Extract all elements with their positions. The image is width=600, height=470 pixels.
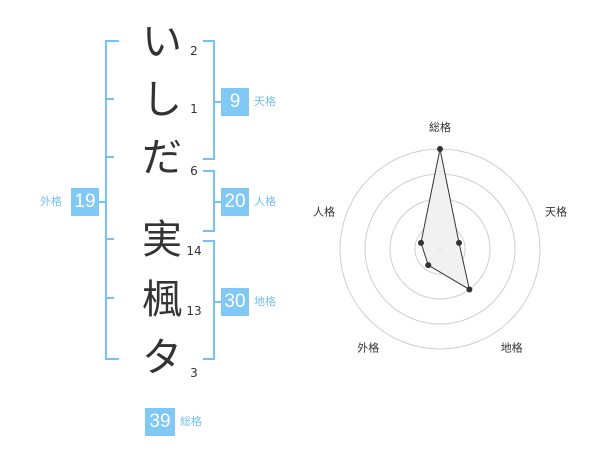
- gaikaku-bracket-tick-4: [105, 297, 114, 299]
- tenkaku-bracket-vertical: [213, 40, 215, 160]
- radar-point-5: [417, 239, 424, 246]
- gaikaku-badge: 19: [71, 188, 99, 216]
- radar-axis-label-2: 天格: [545, 204, 567, 218]
- stroke-count-2: 1: [190, 102, 198, 116]
- gaikaku-bracket-tick-2: [105, 156, 114, 158]
- gaikaku-bracket-tick-3: [105, 238, 114, 240]
- gaikaku-bracket-top: [105, 40, 119, 42]
- radar-axis-label-1: 総格: [429, 120, 451, 134]
- soukaku-badge: 39: [145, 408, 175, 436]
- jinkaku-bracket-bottom: [203, 230, 215, 232]
- name-char-2: し: [142, 77, 182, 123]
- tenkaku-bracket-bottom: [203, 158, 215, 160]
- chikaku-badge: 30: [221, 288, 249, 316]
- radar-axis-label-5: 人格: [313, 204, 335, 218]
- chikaku-label: 地格: [254, 295, 276, 308]
- name-char-6: タ: [142, 335, 182, 381]
- radar-point-1: [437, 146, 443, 152]
- chikaku-bracket-vertical: [213, 240, 215, 360]
- gaikaku-bracket-stem: [98, 201, 106, 203]
- tenkaku-bracket-top: [203, 40, 215, 42]
- stroke-count-1: 2: [190, 44, 198, 58]
- tenkaku-badge: 9: [221, 88, 249, 116]
- jinkaku-bracket-stem: [214, 201, 222, 203]
- gaikaku-bracket-bottom: [105, 358, 119, 360]
- soukaku-label: 総格: [180, 415, 202, 428]
- chikaku-bracket-top: [203, 240, 215, 242]
- radar-point-2: [456, 239, 463, 246]
- tenkaku-label: 天格: [254, 95, 276, 108]
- name-char-5: 楓: [142, 277, 182, 323]
- chikaku-bracket-bottom: [203, 358, 215, 360]
- name-char-1: い: [142, 19, 182, 65]
- chikaku-bracket-stem: [214, 301, 222, 303]
- jinkaku-bracket-top: [203, 170, 215, 172]
- gaikaku-label: 外格: [40, 195, 62, 208]
- radar-axis-label-4: 外格: [357, 341, 379, 355]
- radar-point-3: [466, 286, 473, 293]
- radar-polygon: [420, 148, 471, 291]
- gaikaku-bracket-vertical: [105, 40, 107, 360]
- tenkaku-bracket-stem: [214, 101, 222, 103]
- name-char-4: 実: [142, 217, 182, 263]
- stroke-count-5: 13: [186, 304, 202, 318]
- radar-point-4: [425, 262, 432, 269]
- radar-axis-label-3: 地格: [501, 341, 523, 355]
- stroke-count-4: 14: [186, 244, 202, 258]
- jinkaku-label: 人格: [254, 195, 276, 208]
- radar-series: [417, 146, 473, 293]
- gaikaku-bracket-tick-1: [105, 98, 114, 100]
- stroke-count-6: 3: [190, 366, 198, 380]
- jinkaku-badge: 20: [221, 188, 249, 216]
- name-char-3: だ: [142, 135, 182, 181]
- stroke-count-3: 6: [190, 164, 198, 178]
